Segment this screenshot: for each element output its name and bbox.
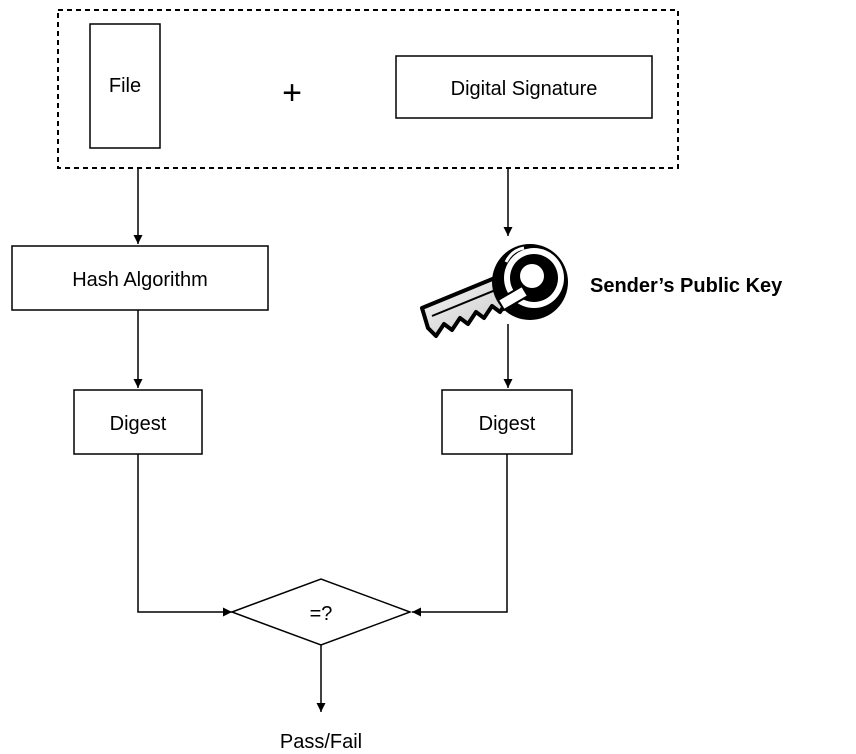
digital-signature-label: Digital Signature bbox=[451, 78, 598, 100]
compare-diamond: =? bbox=[229, 578, 413, 646]
digest-box-right: Digest bbox=[441, 389, 573, 455]
file-box: File bbox=[89, 23, 161, 149]
arrow-left-digest-to-compare bbox=[137, 454, 232, 617]
input-group-frame bbox=[57, 9, 679, 169]
hash-algorithm-box: Hash Algorithm bbox=[11, 245, 269, 311]
compare-label: =? bbox=[310, 603, 333, 625]
digest-label-left: Digest bbox=[110, 413, 167, 435]
digital-signature-box: Digital Signature bbox=[395, 55, 653, 119]
arrow-right-digest-to-compare bbox=[412, 454, 508, 617]
key-icon bbox=[420, 244, 568, 338]
plus-symbol: + bbox=[282, 74, 302, 112]
sender-public-key-label: Sender’s Public Key bbox=[590, 275, 783, 297]
digest-box-left: Digest bbox=[73, 389, 203, 455]
hash-algorithm-label: Hash Algorithm bbox=[72, 269, 208, 291]
file-label: File bbox=[109, 75, 141, 97]
result-label: Pass/Fail bbox=[280, 731, 362, 753]
digest-label-right: Digest bbox=[479, 413, 536, 435]
